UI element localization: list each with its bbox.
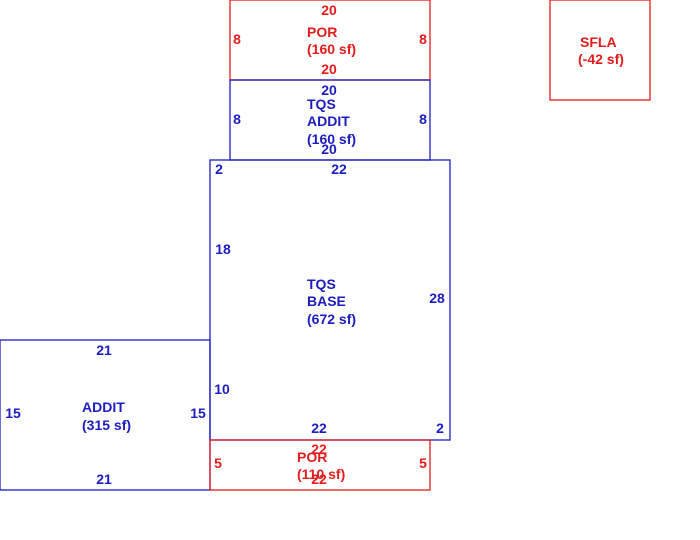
tqs-base-dim-bottom: 22 bbox=[311, 420, 327, 436]
tqs-addit-dim-left: 8 bbox=[233, 111, 241, 127]
area-addit: 21 ADDIT (315 sf) 15 15 21 bbox=[0, 339, 211, 491]
por-bottom-dim-top: 22 bbox=[311, 441, 327, 457]
tqs-base-area: (672 sf) bbox=[307, 311, 356, 327]
por-bottom-label: POR bbox=[297, 449, 327, 465]
tqs-base-dim-left-upper: 18 bbox=[215, 241, 231, 257]
addit-area: (315 sf) bbox=[82, 417, 131, 433]
sfla-area: (-42 sf) bbox=[578, 51, 624, 67]
addit-dim-top: 21 bbox=[96, 342, 112, 358]
tqs-addit-dim-right: 8 bbox=[419, 111, 427, 127]
por-top-dim-left: 8 bbox=[233, 31, 241, 47]
addit-dim-bottom: 21 bbox=[96, 471, 112, 487]
por-bottom-area: (110 sf) bbox=[297, 466, 345, 482]
addit-label: ADDIT bbox=[82, 399, 125, 415]
area-tqs-addit: 20 TQS ADDIT (160 sf) 8 8 20 bbox=[229, 79, 431, 161]
area-por-bottom: 22 POR (110 sf) 5 5 22 bbox=[209, 439, 431, 491]
por-top-label: POR bbox=[307, 24, 337, 40]
addit-outline bbox=[0, 339, 211, 491]
tqs-addit-label-line1: TQS bbox=[307, 96, 336, 112]
tqs-base-label-line1: TQS bbox=[307, 276, 336, 292]
addit-dim-left: 15 bbox=[5, 405, 21, 421]
tqs-base-dim-top: 22 bbox=[331, 161, 347, 177]
por-top-area: (160 sf) bbox=[307, 41, 356, 57]
area-tqs-base: 2 22 18 TQS BASE (672 sf) 28 10 22 2 bbox=[209, 159, 451, 441]
tqs-base-dim-left-lower: 10 bbox=[214, 381, 230, 397]
tqs-addit-dim-top: 20 bbox=[321, 82, 337, 98]
por-top-dim-bottom: 20 bbox=[321, 61, 337, 77]
por-bottom-dim-left: 5 bbox=[214, 455, 222, 471]
por-bottom-dim-right: 5 bbox=[419, 455, 427, 471]
por-top-dim-right: 8 bbox=[419, 31, 427, 47]
tqs-base-dim-step-top: 2 bbox=[215, 161, 223, 177]
por-bottom-dim-bottom: 22 bbox=[311, 471, 327, 487]
tqs-base-label-line2: BASE bbox=[307, 293, 346, 309]
sfla-label: SFLA bbox=[580, 34, 617, 50]
por-top-dim-top: 20 bbox=[321, 2, 337, 18]
tqs-addit-label-line2: ADDIT bbox=[307, 113, 350, 129]
sfla-outline bbox=[549, 0, 651, 101]
area-por-top: 20 POR (160 sf) 8 8 20 bbox=[229, 0, 431, 81]
tqs-addit-area: (160 sf) bbox=[307, 131, 356, 147]
por-bottom-outline bbox=[209, 439, 431, 491]
tqs-base-dim-step-bottom: 2 bbox=[436, 420, 444, 436]
addit-dim-right: 15 bbox=[190, 405, 206, 421]
area-sfla: SFLA (-42 sf) bbox=[549, 0, 651, 101]
tqs-base-dim-right: 28 bbox=[429, 290, 445, 306]
tqs-addit-dim-bottom: 20 bbox=[321, 141, 337, 157]
